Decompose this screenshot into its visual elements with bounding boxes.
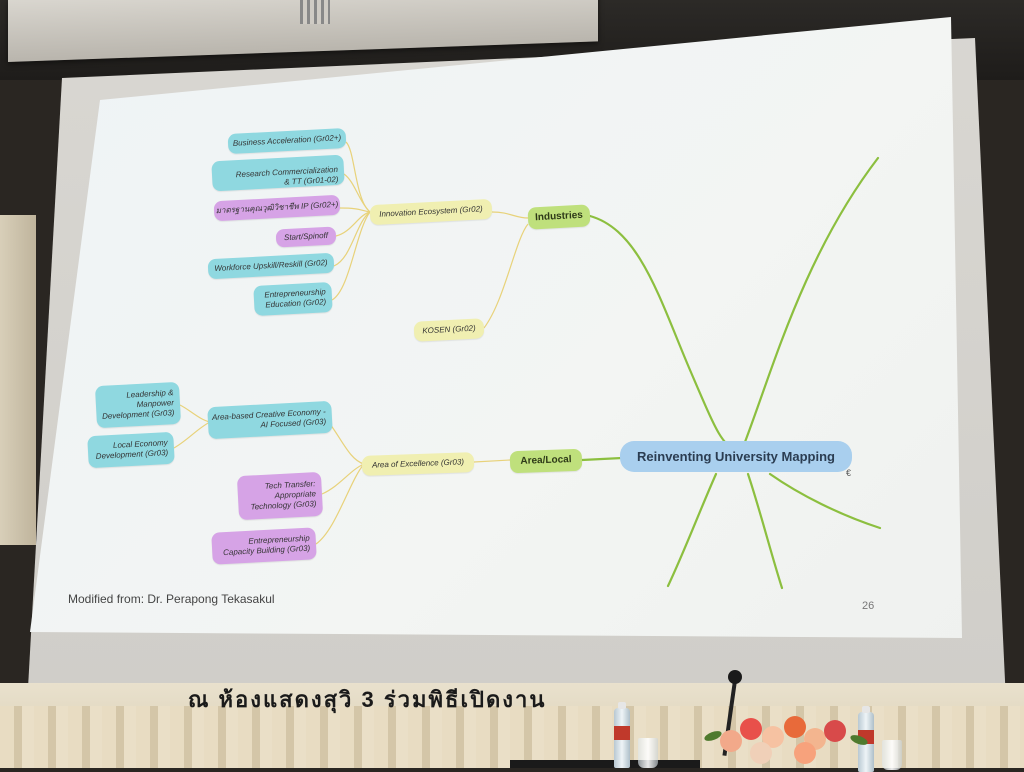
slide-credit: Modified from: Dr. Perapong Tekasakul bbox=[68, 592, 275, 606]
drinking-glass-right bbox=[882, 740, 902, 770]
node-leadership-manpower-text: Leadership & Manpower Development (Gr03) bbox=[101, 388, 175, 421]
flower-arrangement bbox=[700, 712, 880, 768]
node-local-economy-text: Local Economy Development (Gr03) bbox=[95, 438, 169, 461]
branch-line-industries bbox=[588, 214, 742, 457]
branch-line-lower-right bbox=[768, 472, 882, 530]
connector-local-economy bbox=[173, 421, 211, 449]
branch-line-top-right bbox=[738, 156, 880, 457]
connector-tech-transfer bbox=[321, 463, 365, 495]
node-leadership-manpower: Leadership & Manpower Development (Gr03) bbox=[94, 381, 182, 429]
node-local-economy: Local Economy Development (Gr03) bbox=[87, 431, 175, 469]
node-central-topic: Reinventing University Mapping bbox=[620, 441, 852, 472]
left-wall-panel bbox=[0, 215, 36, 545]
node-area-local: Area/Local bbox=[509, 448, 583, 474]
connector-startup bbox=[335, 211, 371, 237]
connector-kosen-industries bbox=[483, 223, 529, 329]
node-area-of-excellence: Area of Excellence (Gr03) bbox=[361, 452, 475, 476]
node-creative-economy-text: Area-based Creative Economy - AI Focused… bbox=[211, 407, 327, 430]
node-tech-transfer-text: Tech Transfer: Appropriate Technology (G… bbox=[250, 479, 317, 512]
branch-line-lower-mid bbox=[746, 472, 784, 590]
connector-workforce bbox=[333, 211, 371, 267]
water-bottle-left bbox=[614, 702, 630, 768]
connector-entrepreneurship-edu bbox=[331, 211, 371, 301]
connector-creative-economy bbox=[329, 423, 365, 465]
node-industries: Industries bbox=[527, 204, 591, 230]
connector-ecosystem-industries bbox=[491, 211, 529, 219]
connector-leadership bbox=[179, 404, 211, 423]
connector-capacity-building bbox=[315, 463, 365, 545]
podium-base bbox=[510, 760, 700, 768]
node-kosen: KOSEN (Gr02) bbox=[413, 318, 485, 342]
branch-line-area-local bbox=[580, 456, 624, 462]
microphone-icon bbox=[728, 670, 742, 684]
branch-line-lower-left bbox=[666, 472, 718, 588]
node-capacity-building-text: Entrepreneurship Capacity Building (Gr03… bbox=[222, 533, 311, 558]
node-entrepreneurship-education-text: Entrepreneurship Education (Gr02) bbox=[264, 287, 327, 310]
stage-banner-thai-text: ณ ห้องแสดงสุวิ 3 ร่วมพิธีเปิดงาน bbox=[188, 687, 547, 712]
node-capacity-building: Entrepreneurship Capacity Building (Gr03… bbox=[211, 527, 317, 565]
ceiling-vent bbox=[300, 0, 330, 24]
connector-research bbox=[343, 173, 371, 213]
node-creative-economy: Area-based Creative Economy - AI Focused… bbox=[207, 400, 333, 440]
node-entrepreneurship-education: Entrepreneurship Education (Gr02) bbox=[253, 281, 333, 317]
slide-number: 26 bbox=[862, 600, 875, 612]
connector-business-acceleration bbox=[345, 141, 371, 213]
connector-ip bbox=[339, 207, 371, 213]
drinking-glass-left bbox=[638, 738, 658, 768]
node-start-spinoff: Start/Spinoff bbox=[275, 226, 337, 248]
node-tech-transfer: Tech Transfer: Appropriate Technology (G… bbox=[236, 471, 324, 521]
cursor-glyph: € bbox=[846, 468, 852, 478]
connector-excellence-area bbox=[473, 459, 511, 463]
